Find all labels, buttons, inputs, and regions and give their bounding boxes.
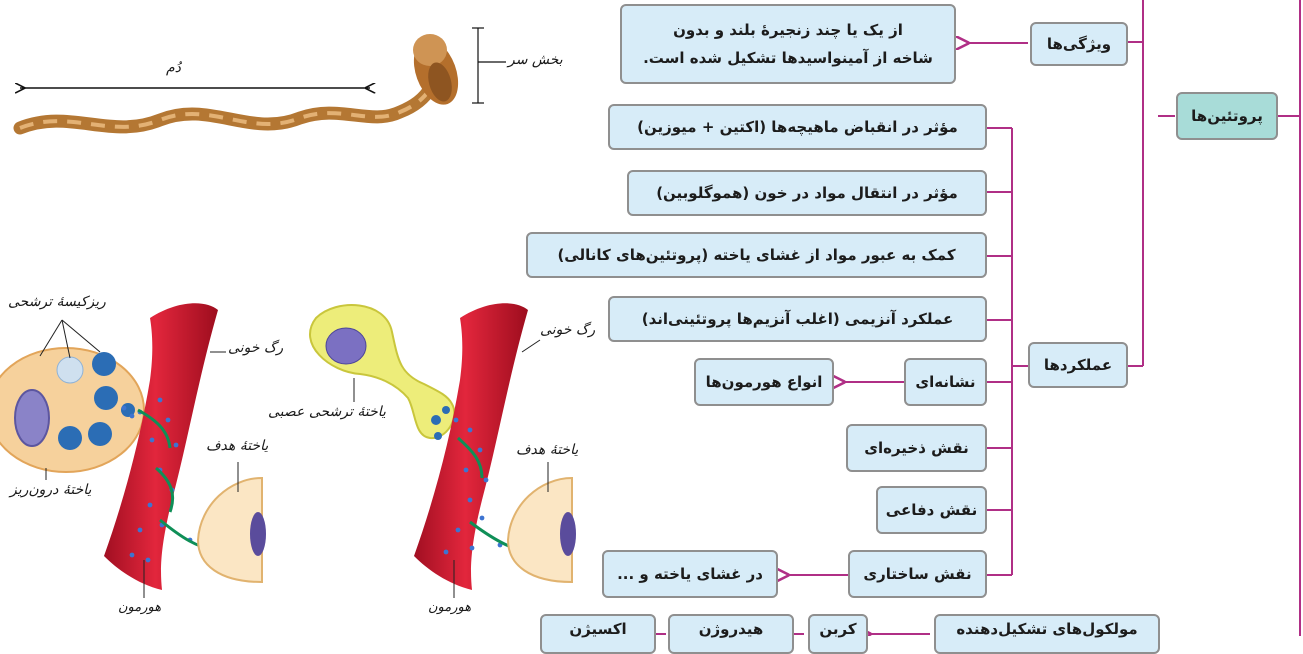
carbon-node: کربن bbox=[808, 614, 868, 654]
function-transport: مؤثر در انتقال مواد در خون (هموگلوبین) bbox=[627, 170, 987, 216]
functions-node: عملکردها bbox=[1028, 342, 1128, 388]
function-enzyme: عملکرد آنزیمی (اغلب آنزیم‌ها پروتئینی‌ان… bbox=[608, 296, 987, 342]
function-label: نشانه‌ای bbox=[915, 373, 975, 391]
structural-example: در غشای یاخته و ... bbox=[602, 550, 778, 598]
hormone-label-right: هورمون bbox=[428, 600, 471, 615]
gland-label: یاختهٔ درون‌ریز bbox=[10, 482, 91, 498]
root-label: پروتئین‌ها bbox=[1191, 107, 1263, 125]
function-label: نقش دفاعی bbox=[886, 501, 977, 519]
function-structural: نقش ساختاری bbox=[848, 550, 987, 598]
signal-example: انواع هورمون‌ها bbox=[694, 358, 834, 406]
function-label: عملکرد آنزیمی (اغلب آنزیم‌ها پروتئینی‌ان… bbox=[642, 310, 954, 328]
vessel-label-right: رگ خونی bbox=[540, 322, 595, 338]
features-node: ویژگی‌ها bbox=[1030, 22, 1128, 66]
hydrogen-node: هیدروژن bbox=[668, 614, 794, 654]
vesicles-label: ریزکیسهٔ ترشحی bbox=[8, 294, 106, 310]
function-label: کمک به عبور مواد از غشای یاخته (پروتئین‌… bbox=[557, 246, 955, 264]
tail-label: دُم bbox=[166, 60, 181, 76]
target-label-left: یاختهٔ هدف bbox=[206, 438, 268, 454]
oxygen-node: اکسیژن bbox=[540, 614, 656, 654]
neuro-label: یاختهٔ ترشحی عصبی bbox=[268, 404, 386, 420]
function-signal: نشانه‌ای bbox=[904, 358, 987, 406]
functions-label: عملکردها bbox=[1044, 356, 1112, 374]
carbon-label: کربن bbox=[819, 620, 856, 638]
features-label: ویژگی‌ها bbox=[1047, 35, 1111, 53]
function-label: نقش ذخیره‌ای bbox=[864, 439, 969, 457]
features-desc-box: از یک یا چند زنجیرهٔ بلند و بدون شاخه از… bbox=[620, 4, 956, 84]
signal-example-label: انواع هورمون‌ها bbox=[706, 373, 823, 391]
function-muscle: مؤثر در انقباض ماهیچه‌ها (اکتین + میوزین… bbox=[608, 104, 987, 150]
head-label: بخش سر bbox=[508, 52, 563, 68]
function-label: مؤثر در انتقال مواد در خون (هموگلوبین) bbox=[656, 184, 958, 202]
features-desc-line2: شاخه از آمینواسیدها تشکیل شده است. bbox=[643, 44, 933, 72]
molecules-label: مولکول‌های تشکیل‌دهنده bbox=[956, 620, 1137, 638]
structural-example-label: در غشای یاخته و ... bbox=[617, 565, 763, 583]
function-defense: نقش دفاعی bbox=[876, 486, 987, 534]
molecules-node: مولکول‌های تشکیل‌دهنده bbox=[934, 614, 1160, 654]
function-channel: کمک به عبور مواد از غشای یاخته (پروتئین‌… bbox=[526, 232, 987, 278]
features-desc-line1: از یک یا چند زنجیرهٔ بلند و بدون bbox=[673, 16, 903, 44]
oxygen-label: اکسیژن bbox=[569, 620, 626, 638]
root-node: پروتئین‌ها bbox=[1176, 92, 1278, 140]
vessel-label-left: رگ خونی bbox=[228, 340, 283, 356]
hormone-label-left: هورمون bbox=[118, 600, 161, 615]
function-label: نقش ساختاری bbox=[863, 565, 971, 583]
function-label: مؤثر در انقباض ماهیچه‌ها (اکتین + میوزین… bbox=[637, 118, 958, 136]
function-storage: نقش ذخیره‌ای bbox=[846, 424, 987, 472]
target-label-right: یاختهٔ هدف bbox=[516, 442, 578, 458]
muscle-fiber-illustration bbox=[20, 28, 506, 128]
hydrogen-label: هیدروژن bbox=[699, 620, 764, 638]
